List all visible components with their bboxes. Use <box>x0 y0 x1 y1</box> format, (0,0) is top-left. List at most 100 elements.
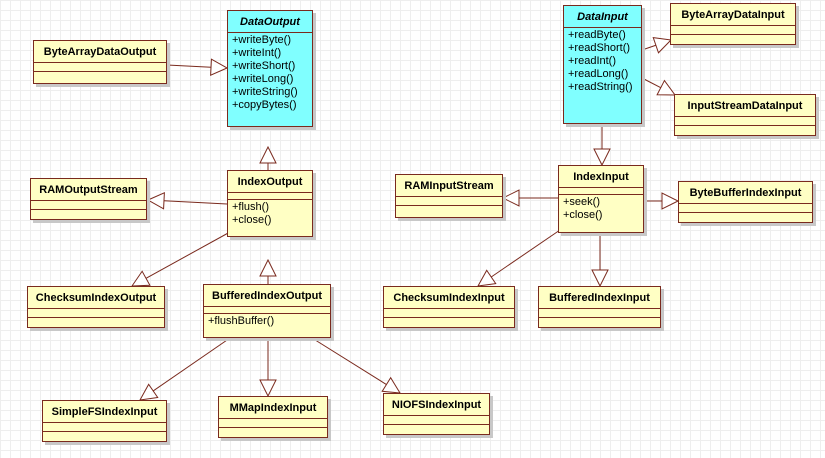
operation: +readLong() <box>568 68 629 80</box>
operation: +flushBuffer() <box>208 315 275 327</box>
operation: +flush() <box>232 201 269 213</box>
class-data-output[interactable]: DataOutput +writeByte() +writeInt() +wri… <box>227 10 313 127</box>
attributes-compartment <box>31 200 146 209</box>
attributes-compartment <box>679 203 812 212</box>
attributes-compartment <box>228 192 312 199</box>
class-checksum-index-output[interactable]: ChecksumIndexOutput <box>27 286 165 328</box>
class-index-input[interactable]: IndexInput +seek() +close() <box>558 165 644 233</box>
edge-line <box>152 337 231 392</box>
class-checksum-index-input[interactable]: ChecksumIndexInput <box>383 286 515 328</box>
class-name: ChecksumIndexOutput <box>35 292 157 304</box>
generalization-edge <box>593 124 611 167</box>
class-data-input[interactable]: DataInput +readByte() +readShort() +read… <box>563 5 642 124</box>
generalization-edge <box>641 37 673 54</box>
class-byte-array-data-output[interactable]: ByteArrayDataOutput <box>33 40 167 84</box>
class-buffered-index-output[interactable]: BufferedIndexOutput +flushBuffer() <box>203 284 331 338</box>
class-name: BufferedIndexInput <box>549 292 650 304</box>
operation: +writeByte() <box>232 34 291 46</box>
edge-line <box>311 337 387 385</box>
class-name: NIOFSIndexInput <box>391 399 482 411</box>
operation: +close() <box>232 214 272 226</box>
attributes-compartment <box>675 116 815 125</box>
attributes-compartment <box>559 187 643 194</box>
class-name: BufferedIndexOutput <box>212 290 322 302</box>
generalization-arrowhead <box>210 58 229 76</box>
operations-compartment <box>539 317 660 324</box>
attributes-compartment <box>43 422 166 431</box>
operation: +readByte() <box>568 29 626 41</box>
class-name: ByteArrayDataOutput <box>43 46 157 58</box>
attributes-compartment <box>204 306 330 313</box>
generalization-edge <box>259 338 277 398</box>
generalization-edge <box>477 229 561 287</box>
generalization-edge <box>146 192 228 210</box>
generalization-arrowhead <box>131 270 151 287</box>
class-input-stream-data-input[interactable]: InputStreamDataInput <box>674 94 816 136</box>
operations-compartment <box>34 71 166 78</box>
operation: +writeString() <box>232 86 298 98</box>
class-mmap-index-input[interactable]: MMapIndexInput <box>218 396 328 438</box>
class-name: DataInput <box>577 11 628 23</box>
operations-compartment <box>28 317 164 324</box>
generalization-arrowhead <box>139 383 159 401</box>
class-name: DataOutput <box>240 16 300 28</box>
generalization-edge <box>166 58 229 76</box>
attributes-compartment <box>396 196 502 205</box>
class-name: SimpleFSIndexInput <box>51 406 158 418</box>
operation: +writeInt() <box>232 47 282 59</box>
generalization-arrowhead <box>259 145 277 164</box>
operations-compartment: +seek() +close() <box>559 194 643 225</box>
operations-compartment <box>396 205 502 212</box>
generalization-edge <box>139 337 231 401</box>
operation: +seek() <box>563 196 600 208</box>
generalization-arrowhead <box>591 269 609 288</box>
class-buffered-index-input[interactable]: BufferedIndexInput <box>538 286 661 328</box>
operations-compartment: +readByte() +readShort() +readInt() +rea… <box>564 27 641 97</box>
class-name: ByteBufferIndexInput <box>689 187 802 199</box>
generalization-arrowhead <box>259 379 277 398</box>
class-ram-input-stream[interactable]: RAMInputStream <box>395 174 503 218</box>
generalization-arrowhead <box>381 376 401 394</box>
attributes-compartment <box>384 308 514 317</box>
operations-compartment: +flushBuffer() <box>204 313 330 331</box>
edge-line <box>166 64 212 68</box>
generalization-arrowhead <box>501 189 520 207</box>
operations-compartment <box>384 424 489 431</box>
operations-compartment <box>671 34 795 41</box>
generalization-arrowhead <box>661 192 680 210</box>
generalization-edge <box>591 233 609 288</box>
operations-compartment: +writeByte() +writeInt() +writeShort() +… <box>228 32 312 115</box>
operations-compartment: +flush() +close() <box>228 199 312 230</box>
operations-compartment <box>43 431 166 438</box>
operation: +writeLong() <box>232 73 294 85</box>
attributes-compartment <box>539 308 660 317</box>
operations-compartment <box>31 209 146 216</box>
class-name: RAMInputStream <box>404 180 494 192</box>
operations-compartment <box>384 317 514 324</box>
edge-line <box>641 44 657 51</box>
class-simple-fs-index-input[interactable]: SimpleFSIndexInput <box>42 400 167 442</box>
edge-line <box>163 200 228 205</box>
generalization-arrowhead <box>656 79 676 96</box>
attributes-compartment <box>671 25 795 34</box>
generalization-arrowhead <box>593 148 611 167</box>
attributes-compartment <box>34 62 166 71</box>
operation: +readShort() <box>568 42 631 54</box>
operation: +writeShort() <box>232 60 296 72</box>
class-niofs-index-input[interactable]: NIOFSIndexInput <box>383 393 490 435</box>
edge-line <box>490 229 561 278</box>
generalization-edge <box>131 231 231 287</box>
class-name: IndexOutput <box>237 176 303 188</box>
attributes-compartment <box>219 418 327 427</box>
class-byte-buffer-index-input[interactable]: ByteBufferIndexInput <box>678 181 813 223</box>
class-name: ChecksumIndexInput <box>393 292 505 304</box>
class-name: ByteArrayDataInput <box>681 9 785 21</box>
class-name: RAMOutputStream <box>39 184 138 196</box>
generalization-edge <box>501 189 558 207</box>
attributes-compartment <box>384 415 489 424</box>
class-index-output[interactable]: IndexOutput +flush() +close() <box>227 170 313 237</box>
class-ram-output-stream[interactable]: RAMOutputStream <box>30 178 147 220</box>
generalization-arrowhead <box>259 258 277 277</box>
class-byte-array-data-input[interactable]: ByteArrayDataInput <box>670 3 796 45</box>
generalization-edge <box>259 145 277 170</box>
